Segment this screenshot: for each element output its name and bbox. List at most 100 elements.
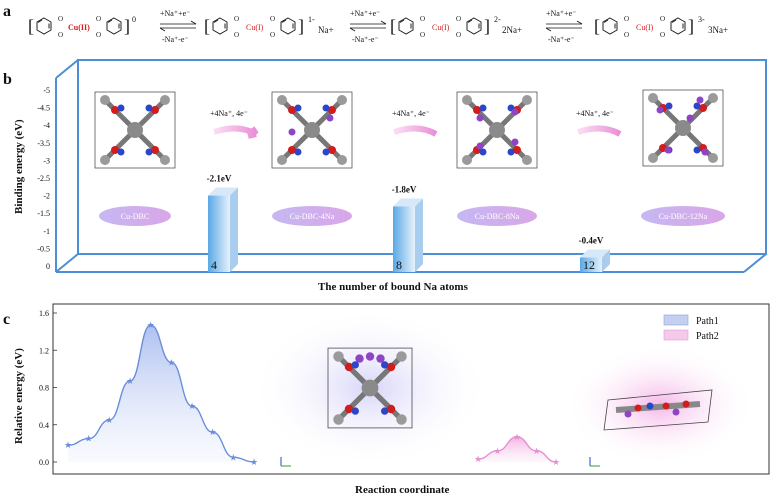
point-path2: ★ xyxy=(532,447,540,457)
legend-swatch-path2 xyxy=(663,329,689,341)
svg-text:]: ] xyxy=(484,16,490,36)
counter-ion-3: 3Na+ xyxy=(708,25,728,35)
svg-text:]: ] xyxy=(688,16,694,36)
charge-label-0: 0 xyxy=(132,15,136,24)
charge-label-3: 3- xyxy=(698,15,705,24)
reverse-label-2: -Na⁺-e⁻ xyxy=(352,35,379,44)
c-ytick-label: 1.2 xyxy=(39,346,49,355)
b-ytick-label: -1 xyxy=(43,227,50,236)
axis-triad-1 xyxy=(280,457,291,467)
line-path2 xyxy=(477,436,557,463)
panel-b-label: b xyxy=(3,71,12,88)
metal-label-2: Cu(I) xyxy=(432,23,450,32)
svg-text:O: O xyxy=(58,31,63,39)
b-ytick-label: -2.5 xyxy=(37,174,50,183)
c-ylabel: Relative energy (eV) xyxy=(13,348,25,444)
reverse-label-3: -Na⁺-e⁻ xyxy=(548,35,575,44)
panel-b-chart: Binding energy (eV) -5-4.5-4-3.5-3-2.5-2… xyxy=(13,59,767,293)
forward-label-1: +Na⁺+e⁻ xyxy=(160,9,190,18)
legend-path1: Path1 xyxy=(696,316,719,327)
c-ytick-label: 0.4 xyxy=(39,421,49,430)
panel-c-label: c xyxy=(3,311,10,328)
label-cu-dbc-12na: Cu-DBC-12Na xyxy=(659,212,708,221)
point-path2: ★ xyxy=(474,455,482,465)
svg-text:[: [ xyxy=(28,16,34,36)
cloud-cu-dbc-12na: Cu-DBC-12Na xyxy=(641,206,725,226)
bar-value-label: -0.4eV xyxy=(579,235,604,245)
step-label-3: +4Na⁺, 4e⁻ xyxy=(576,109,614,118)
svg-text:O: O xyxy=(58,15,63,23)
b-ytick-label: -1.5 xyxy=(37,209,50,218)
cloud-cu-dbc: Cu-DBC xyxy=(99,206,171,226)
counter-ion-2: 2Na+ xyxy=(502,25,522,35)
bar-top-8 xyxy=(393,198,423,207)
line-path1 xyxy=(67,324,255,463)
svg-text:O: O xyxy=(456,31,461,39)
svg-text:O: O xyxy=(456,15,461,23)
label-cu-dbc-8na: Cu-DBC-8Na xyxy=(475,212,520,221)
panel-a-label: a xyxy=(3,3,11,20)
point-path1: ★ xyxy=(229,453,237,463)
step-label-2: +4Na⁺, 4e⁻ xyxy=(392,109,430,118)
b-ylabel: Binding energy (eV) xyxy=(13,119,25,214)
point-path2: ★ xyxy=(493,447,501,457)
cloud-cu-dbc-8na: Cu-DBC-8Na xyxy=(457,206,537,226)
svg-text:O: O xyxy=(660,31,665,39)
bar-value-label: -2.1eV xyxy=(207,174,232,184)
forward-label-3: +Na⁺+e⁻ xyxy=(546,9,576,18)
panel-c-chart: Relative energy (eV) Reaction coordinate… xyxy=(13,303,770,496)
c-ytick-label: 0.0 xyxy=(39,458,49,467)
b-ytick-label: -4 xyxy=(43,121,50,130)
legend-swatch-path1 xyxy=(663,314,689,326)
bar-4 xyxy=(208,195,230,272)
b-ytick-label: -3.5 xyxy=(37,139,50,148)
bar-category-label: 4 xyxy=(211,258,217,272)
svg-text:O: O xyxy=(420,31,425,39)
c-yaxis-ticks: 0.00.40.81.21.6 xyxy=(39,309,57,467)
point-path1: ★ xyxy=(147,321,155,331)
legend: Path1 Path2 xyxy=(663,314,719,342)
b-ytick-label: -3 xyxy=(43,156,50,165)
charge-label-1: 1- xyxy=(308,15,315,24)
structure-cu-dbc-12na xyxy=(643,90,723,166)
area-path2 xyxy=(478,436,556,462)
equilibrium-arrow-1: +Na⁺+e⁻ -Na⁺-e⁻ xyxy=(159,9,197,44)
c-lines: ★★★★★★★★★★★★★★★ xyxy=(64,321,560,468)
point-path1: ★ xyxy=(209,428,217,438)
bar-top-4 xyxy=(208,187,238,196)
svg-text:O: O xyxy=(270,31,275,39)
counter-ion-1: Na+ xyxy=(318,25,334,35)
point-path2: ★ xyxy=(513,433,521,443)
area-path1 xyxy=(68,325,254,462)
svg-text:O: O xyxy=(96,31,101,39)
b-ytick-label: -5 xyxy=(43,86,50,95)
structure-path2 xyxy=(603,389,713,431)
bar-category-label: 12 xyxy=(583,258,595,272)
svg-text:O: O xyxy=(234,31,239,39)
point-path1: ★ xyxy=(64,441,72,451)
bar-side-4 xyxy=(230,187,238,272)
charge-label-2: 2- xyxy=(494,15,501,24)
point-path1: ★ xyxy=(126,377,134,387)
bar-side-12 xyxy=(602,249,610,272)
c-ytick-label: 1.6 xyxy=(39,309,49,318)
svg-text:[: [ xyxy=(390,16,396,36)
bar-value-label: -1.8eV xyxy=(392,184,417,194)
axis-triad-2 xyxy=(589,457,600,467)
bar-side-8 xyxy=(415,198,423,272)
b-yaxis-ticks: -5-4.5-4-3.5-3-2.5-2-1.5-1-0.50 xyxy=(37,86,50,271)
svg-text:]: ] xyxy=(298,16,304,36)
forward-label-2: +Na⁺+e⁻ xyxy=(350,9,380,18)
c-xlabel: Reaction coordinate xyxy=(355,484,450,496)
structure-state-0: [ OO Cu(II) OO ] 0 xyxy=(28,15,136,39)
svg-text:O: O xyxy=(420,15,425,23)
b-ytick-label: 0 xyxy=(46,262,50,271)
svg-text:O: O xyxy=(660,15,665,23)
structure-state-1: [ OO Cu(I) OO ] 1- Na+ xyxy=(204,15,334,39)
svg-text:O: O xyxy=(96,15,101,23)
label-cu-dbc: Cu-DBC xyxy=(121,212,149,221)
point-path1: ★ xyxy=(250,458,258,468)
svg-text:O: O xyxy=(624,31,629,39)
